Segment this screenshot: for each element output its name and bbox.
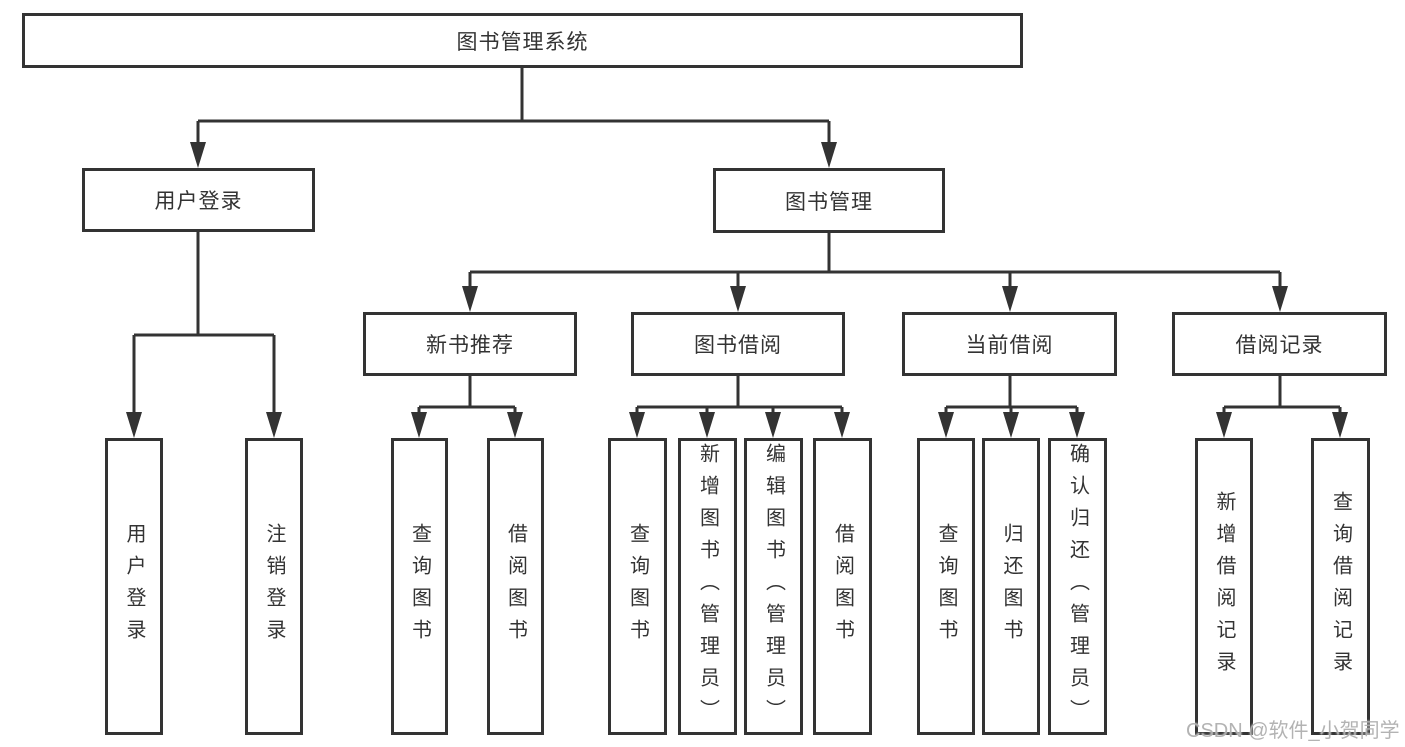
leaf-borrow-query-books-label: 查询图书 (626, 522, 649, 651)
node-borrow-records-label: 借阅记录 (1235, 334, 1324, 357)
leaf-borrow-add-books-admin-label: 新增图书（管理员） (696, 442, 719, 731)
leaf-newbooks-borrow-books: 借阅图书 (487, 438, 544, 735)
node-book-management: 图书管理 (713, 168, 945, 233)
leaf-newbooks-query-books-label: 查询图书 (408, 522, 431, 651)
node-book-borrow: 图书借阅 (631, 312, 845, 376)
leaf-newbooks-query-books: 查询图书 (391, 438, 448, 735)
leaf-current-return-books: 归还图书 (982, 438, 1040, 735)
node-new-book-recommend: 新书推荐 (363, 312, 577, 376)
leaf-records-query-record: 查询借阅记录 (1311, 438, 1370, 735)
leaf-logout: 注销登录 (245, 438, 303, 735)
node-root-label: 图书管理系统 (456, 30, 589, 54)
leaf-logout-label: 注销登录 (263, 522, 285, 651)
node-root: 图书管理系统 (22, 13, 1023, 68)
node-current-borrow-label: 当前借阅 (965, 334, 1054, 357)
arrowheads (126, 142, 1348, 438)
leaf-current-confirm-return-admin-label: 确认归还（管理员） (1066, 442, 1089, 731)
leaf-borrow-borrow-books-label: 借阅图书 (831, 522, 854, 651)
node-borrow-records: 借阅记录 (1172, 312, 1387, 376)
node-book-management-label: 图书管理 (785, 190, 873, 214)
node-user-login: 用户登录 (82, 168, 315, 232)
leaf-newbooks-borrow-books-label: 借阅图书 (504, 522, 527, 651)
leaf-borrow-edit-books-admin: 编辑图书（管理员） (744, 438, 803, 735)
leaf-borrow-query-books: 查询图书 (608, 438, 667, 735)
node-current-borrow: 当前借阅 (902, 312, 1117, 376)
node-user-login-label: 用户登录 (154, 190, 243, 213)
leaf-current-return-books-label: 归还图书 (1000, 522, 1022, 651)
leaf-borrow-borrow-books: 借阅图书 (813, 438, 872, 735)
leaf-records-query-record-label: 查询借阅记录 (1329, 490, 1352, 683)
leaf-borrow-add-books-admin: 新增图书（管理员） (678, 438, 737, 735)
leaf-current-confirm-return-admin: 确认归还（管理员） (1048, 438, 1107, 735)
leaf-user-login-label: 用户登录 (123, 522, 145, 651)
csdn-watermark: CSDN @软件_小贺同学 (1186, 720, 1400, 742)
node-new-book-recommend-label: 新书推荐 (426, 334, 514, 357)
leaf-borrow-edit-books-admin-label: 编辑图书（管理员） (762, 442, 785, 731)
leaf-records-add-record-label: 新增借阅记录 (1213, 490, 1235, 683)
leaf-current-query-books-label: 查询图书 (935, 522, 957, 651)
leaf-user-login: 用户登录 (105, 438, 163, 735)
leaf-records-add-record: 新增借阅记录 (1195, 438, 1253, 735)
node-book-borrow-label: 图书借阅 (694, 334, 782, 357)
leaf-current-query-books: 查询图书 (917, 438, 975, 735)
